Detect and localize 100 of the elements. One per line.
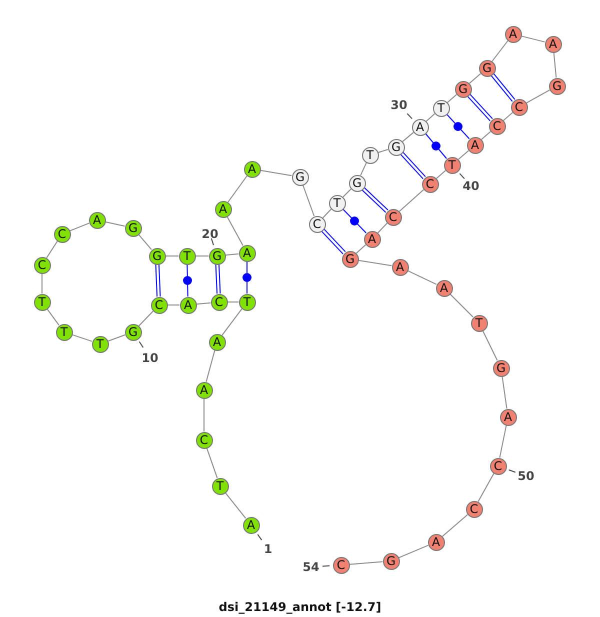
backbone-line [138, 310, 154, 326]
nucleotide-circle: A [504, 26, 522, 42]
nucleotide-circle: G [292, 168, 308, 186]
nucleotide-circle: G [492, 360, 510, 376]
nucleotide-circle: T [34, 294, 50, 310]
nucleotide-circle: T [178, 248, 196, 264]
nucleotide-circle: A [436, 280, 452, 296]
backbone-line [348, 561, 384, 565]
nucleotide-circle: T [470, 314, 488, 332]
backbone-line [482, 330, 498, 361]
position-number: 54 [302, 560, 320, 574]
backbone-line [492, 40, 508, 62]
nucleotide-circle: C [332, 556, 350, 574]
nucleotide-circle: G [124, 324, 142, 340]
nucleotide-circle: T [432, 100, 450, 116]
base-pair-line [155, 264, 161, 298]
backbone-line [402, 132, 414, 142]
backbone-line [69, 222, 90, 232]
nucleotide-circle: T [56, 324, 72, 340]
backbone-line [426, 113, 436, 122]
base-pair-line [215, 264, 221, 294]
nucleotide-circle: G [348, 174, 366, 192]
nucleotide-circle: C [510, 98, 528, 116]
nucleotide-circle: A [88, 212, 106, 228]
backbone-line [196, 302, 212, 305]
nucleotide-circle: A [214, 200, 232, 218]
base-pair-line [490, 73, 516, 102]
nucleotide-circle: A [466, 136, 484, 154]
nucleotide-circle: C [150, 296, 168, 314]
backbone-line [446, 94, 458, 103]
backbone-line [224, 492, 246, 519]
backbone-line [436, 170, 446, 179]
backbone-line [226, 216, 244, 246]
backbone-line [167, 304, 180, 306]
backbone-line [378, 149, 388, 153]
position-number: 20 [202, 227, 218, 241]
nucleotide-circle: A [428, 534, 444, 550]
backbone-line [46, 240, 58, 258]
nucleotide-circle: G [548, 78, 566, 94]
backbone-line [480, 131, 492, 140]
nucleotide-circle: G [148, 248, 166, 264]
nucleotide-circle: G [342, 250, 358, 268]
backbone-line [377, 222, 388, 234]
position-number: 10 [142, 351, 158, 365]
nucleotide-circle: C [422, 176, 438, 192]
backbone-line [398, 189, 424, 212]
nucleotide-circle: C [384, 208, 402, 226]
backbone-line [502, 376, 508, 410]
backbone-line [553, 52, 557, 78]
backbone-line [358, 260, 392, 266]
backbone-line [322, 208, 332, 218]
nucleotide-circle: C [210, 294, 228, 310]
nucleotide-circle: C [196, 432, 212, 448]
backbone-line [502, 112, 514, 121]
nucleotide-circle: G [124, 220, 142, 236]
base-pair-line [186, 264, 188, 297]
nucleotide-circle: C [466, 500, 482, 518]
backbone-line [398, 544, 429, 558]
nucleotide-circle: A [392, 258, 408, 276]
base-pair-line [362, 187, 388, 213]
nucleotide-circle: A [238, 244, 256, 262]
nucleotide-circle: G [388, 138, 404, 156]
nucleotide-circle: C [54, 226, 70, 242]
nucleotide-circle: T [362, 146, 378, 164]
nucleotide-circle: T [238, 294, 256, 310]
nucleotide-circle: A [364, 230, 380, 248]
nucleotide-circle: C [490, 458, 506, 474]
nucleotide-circle: C [308, 216, 326, 232]
base-pair-line [467, 94, 493, 122]
backbone-line [46, 308, 60, 326]
backbone-line [302, 184, 315, 216]
nucleotide-circle: A [500, 408, 516, 426]
base-pair-line [446, 114, 470, 140]
nucleotide-circle: A [196, 382, 212, 398]
base-pair-line [400, 152, 426, 180]
nucleotide-circle: T [444, 156, 460, 174]
backbone-line [224, 253, 240, 256]
backbone-line [138, 234, 152, 250]
backbone-line [478, 472, 494, 502]
base-pair-line [321, 228, 346, 254]
position-number: 50 [518, 469, 534, 483]
nucleotide-circle: C [34, 256, 50, 274]
base-pair-line [342, 208, 367, 234]
backbone-line [356, 244, 366, 254]
nucleotide-circle: A [412, 118, 428, 136]
base-pair-line [246, 261, 248, 294]
nucleotide-circle: A [244, 160, 260, 178]
backbone-line [206, 350, 216, 382]
nucleotide-circle: G [382, 552, 400, 570]
nucleotide-circle: G [454, 80, 472, 98]
nucleotide-circle: G [208, 248, 226, 264]
nucleotide-circle: G [478, 60, 496, 76]
backbone-line [450, 294, 474, 318]
backbone-line [526, 90, 550, 104]
backbone-line [342, 188, 352, 198]
base-pair-line [424, 133, 448, 159]
backbone-line [228, 175, 248, 203]
nucleotide-circle: A [180, 296, 196, 314]
backbone-line [222, 308, 242, 336]
backbone-line [520, 36, 546, 42]
